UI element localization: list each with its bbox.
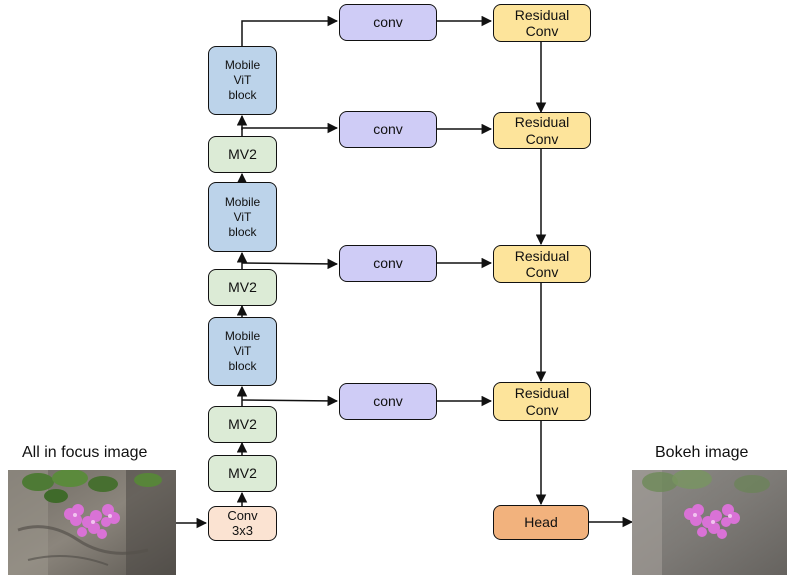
bokeh-image [632,470,787,575]
mv2-block-4: MV2 [208,136,277,173]
residual-conv-block-4: Residual Conv [493,382,591,421]
mobilevit-block-1: Mobile ViT block [208,317,277,386]
output-image-caption: Bokeh image [655,444,749,461]
conv-block-3: conv [339,245,437,282]
conv-block-2: conv [339,111,437,148]
mobilevit-block-2: Mobile ViT block [208,182,277,252]
mv2-block-2: MV2 [208,406,277,443]
mv2-block-3: MV2 [208,269,277,306]
all-in-focus-image [8,470,176,575]
arrow-tap-1 [241,15,339,46]
residual-conv-block-2: Residual Conv [493,112,591,149]
arrow-tap-2 [241,122,339,134]
input-image-caption: All in focus image [22,444,148,461]
residual-conv-block-3: Residual Conv [493,245,591,283]
conv-block-1: conv [339,4,437,41]
mobilevit-block-3: Mobile ViT block [208,46,277,115]
conv3x3-block: Conv 3x3 [208,506,277,541]
residual-conv-block-1: Residual Conv [493,4,591,42]
arrow-tap-4 [241,395,339,407]
arrow-tap-3 [241,258,339,270]
head-block: Head [493,505,589,540]
conv-block-4: conv [339,383,437,420]
mv2-block-1: MV2 [208,455,277,492]
